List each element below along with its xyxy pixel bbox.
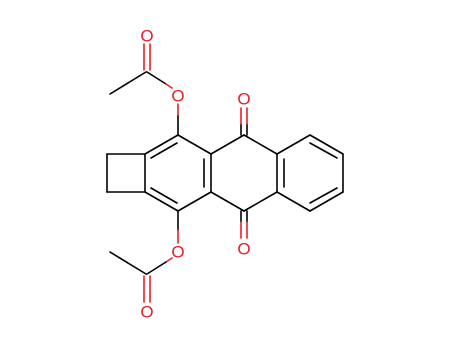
oxygen-label-ester-bottom: O <box>171 243 184 262</box>
bond-o-ester-bottom-red <box>165 257 173 263</box>
bond-c-o-ester-bottom <box>146 261 167 275</box>
bond-b-2-inner <box>309 142 338 159</box>
bond-ring-a6-inner <box>150 142 178 159</box>
bond-b-4 <box>309 191 344 212</box>
bond-c-o-ester-top <box>146 71 167 85</box>
bond-ring-a4-inner <box>150 187 178 204</box>
oxygen-label-quinone-bottom: O <box>237 240 250 259</box>
oxygen-label-ester-top: O <box>171 87 184 106</box>
bond-b-1 <box>276 134 311 155</box>
atom-labels: O O O O O O <box>140 27 250 322</box>
bond-q-1 <box>210 134 245 155</box>
bond-ring-a3 <box>177 191 212 212</box>
bond-q-2 <box>243 134 278 155</box>
oxygen-label-carbonyl-top: O <box>140 27 153 46</box>
bond-ring-a6 <box>144 134 179 155</box>
bond-b-4-inner <box>309 187 338 204</box>
bond-b-2 <box>309 134 344 155</box>
bond-q-4 <box>243 191 278 212</box>
bond-q-5 <box>210 191 245 212</box>
bond-ring-a1 <box>177 134 212 155</box>
bond-o-ester-top-red <box>165 83 173 89</box>
bond-methyl-top <box>109 71 147 95</box>
oxygen-label-carbonyl-bottom: O <box>140 303 153 322</box>
bonds <box>106 43 344 303</box>
bond-methyl-bottom <box>109 251 147 275</box>
bond-ring-a4 <box>144 191 179 212</box>
bond-b-5 <box>276 191 311 212</box>
oxygen-label-quinone-top: O <box>237 90 250 109</box>
